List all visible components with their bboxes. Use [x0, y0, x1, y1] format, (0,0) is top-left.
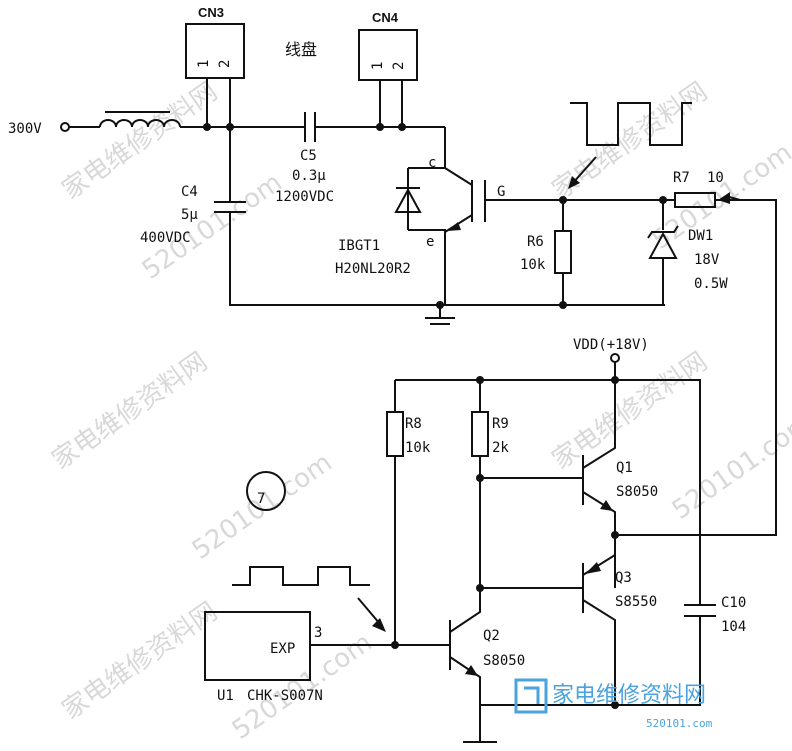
q2-label: Q2 [483, 628, 500, 644]
cn3-label: CN3 [198, 5, 224, 20]
wire-ground-bottom [480, 616, 701, 706]
figure-number: 7 [257, 491, 265, 507]
watermark-url: 520101.com [667, 408, 792, 526]
logo-icon [514, 678, 548, 714]
junction-dot [398, 123, 406, 131]
cn4-connector [358, 29, 418, 81]
q2-emitter-arrow [465, 665, 478, 676]
igbt-e-label: e [426, 234, 434, 250]
q1-part: S8050 [616, 484, 658, 500]
igbt-name: IBGT1 [338, 238, 380, 254]
cn4-label: CN4 [372, 10, 399, 25]
c10-value: 104 [721, 619, 746, 635]
r8-value: 10k [405, 440, 431, 456]
q1-body [582, 380, 616, 588]
label-300v: 300V [8, 121, 42, 137]
resistor-r8 [386, 411, 404, 457]
junction-dot [203, 123, 211, 131]
junction-dot [559, 301, 567, 309]
logo-name: 家电维修资料网 [552, 683, 706, 708]
input-terminal-300v [60, 122, 70, 132]
c10-label: C10 [721, 595, 746, 611]
c4-voltage: 400VDC [140, 230, 191, 246]
r7-value: 10 [707, 170, 724, 186]
q1-label: Q1 [616, 460, 633, 476]
resistor-r9 [471, 411, 489, 457]
junction-dot [391, 641, 399, 649]
c5-voltage: 1200VDC [275, 189, 334, 205]
igbt-g-label: G [497, 184, 505, 200]
r6-value: 10k [520, 257, 546, 273]
watermark-text: 家电维修资料网 [57, 597, 223, 726]
dw1-power: 0.5W [694, 276, 728, 292]
wire-feedback [615, 199, 777, 536]
wire [407, 168, 446, 305]
junction-dot [436, 301, 444, 309]
igbt-part: H20NL20R2 [335, 261, 411, 277]
ic-name: U1 [217, 688, 234, 704]
cn3-pin1: 1 [196, 60, 212, 68]
r9-label: R9 [492, 416, 509, 432]
probe-arrow [357, 597, 381, 625]
cn4-pin2: 2 [391, 62, 407, 70]
probe-arrow-head [718, 192, 730, 204]
zener-dw1 [648, 231, 678, 259]
ic-u1 [204, 611, 311, 681]
q3-emitter-arrow [585, 562, 601, 574]
watermark-text: 家电维修资料网 [57, 77, 223, 206]
r6-label: R6 [527, 234, 544, 250]
junction-dot [611, 531, 619, 539]
waveform-gate [570, 102, 692, 146]
cn3-pin2: 2 [217, 60, 233, 68]
q2-body [449, 605, 481, 742]
vdd-label: VDD(+18V) [573, 337, 649, 353]
watermark-url: 520101.com [137, 168, 288, 286]
wire [206, 78, 231, 127]
site-logo: 家电维修资料网 520101.com [514, 678, 713, 730]
igbt-emitter-arrow [447, 222, 461, 231]
watermark-text: 家电维修资料网 [47, 347, 213, 476]
dw1-label: DW1 [688, 228, 713, 244]
q3-label: Q3 [615, 570, 632, 586]
cn4-pin1: 1 [370, 62, 386, 70]
ic-pin-number: 3 [314, 625, 322, 641]
logo-url: 520101.com [646, 717, 713, 730]
coil-label: 线盘 [285, 40, 317, 59]
q3-part: S8550 [615, 594, 657, 610]
capacitor-c10 [684, 604, 716, 617]
c4-label: C4 [181, 184, 198, 200]
q2-part: S8050 [483, 653, 525, 669]
c5-value: 0.3μ [292, 168, 326, 184]
r7-label: R7 [673, 170, 690, 186]
wire [379, 80, 403, 127]
inductor [99, 119, 181, 128]
igbt-c-label: c [428, 155, 436, 171]
waveform-input [232, 566, 370, 586]
watermark-url: 520101.com [647, 138, 792, 256]
ic-part: CHK-S007N [247, 688, 323, 704]
igbt-body [444, 167, 473, 233]
junction-dot [376, 123, 384, 131]
wire-vdd-rail [395, 379, 701, 575]
capacitor-c5 [304, 112, 316, 142]
dw1-voltage: 18V [694, 252, 720, 268]
igbt-diode [394, 187, 422, 213]
r9-value: 2k [492, 440, 509, 456]
junction-dot [611, 701, 619, 709]
q1-emitter-arrow [600, 500, 613, 511]
watermark-text: 家电维修资料网 [547, 347, 713, 476]
r8-label: R8 [405, 416, 422, 432]
zener-dw1-bar [647, 225, 679, 239]
ic-pin-label: EXP [270, 641, 295, 657]
resistor-r6 [554, 230, 572, 274]
probe-arrow-head [568, 176, 580, 189]
vdd-terminal [610, 353, 620, 363]
wire-ground-rail [229, 212, 665, 306]
c5-label: C5 [300, 148, 317, 164]
figure-number-circle [246, 471, 286, 511]
cn3-connector [185, 23, 245, 79]
probe-arrow-head [372, 618, 386, 632]
c4-value: 5μ [181, 207, 198, 223]
